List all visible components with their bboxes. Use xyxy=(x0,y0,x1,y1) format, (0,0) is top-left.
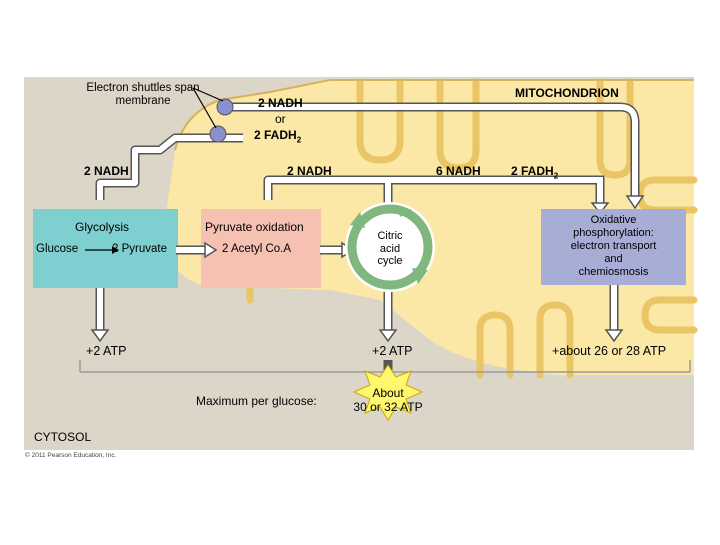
total-atp-label: About 30 or 32 ATP xyxy=(353,386,423,414)
copyright-label: © 2011 Pearson Education, Inc. xyxy=(25,452,117,459)
citric-acid-cycle xyxy=(345,202,435,292)
total-atp-star xyxy=(352,364,424,421)
shuttle-fadh2-label: 2 FADH2 xyxy=(254,128,302,145)
shuttle-circle-nadh xyxy=(216,98,234,116)
pyruvate-label: 2 Pyruvate xyxy=(112,243,167,255)
nadh-glycolysis-label: 2 NADH xyxy=(84,164,129,178)
atp-citric-label: +2 ATP xyxy=(372,344,413,358)
shuttle-nadh-label: 2 NADH xyxy=(258,96,303,110)
nadh-citric-label: 6 NADH xyxy=(436,164,481,178)
atp-oxphos-label: +about 26 or 28 ATP xyxy=(552,344,667,358)
acetyl-coa-label: 2 Acetyl Co.A xyxy=(222,243,292,255)
oxidative-phosphorylation-box xyxy=(541,209,686,285)
cytosol-label: CYTOSOL xyxy=(34,430,92,444)
pyruvate-oxidation-box xyxy=(201,209,321,288)
max-per-glucose-label: Maximum per glucose: xyxy=(196,394,317,408)
electron-shuttles-label: Electron shuttles span membrane xyxy=(86,82,200,107)
nadh-pyruvate-label: 2 NADH xyxy=(287,164,332,178)
shuttle-circle-fadh2 xyxy=(209,125,227,143)
glycolysis-box xyxy=(33,209,178,288)
atp-glycolysis-label: +2 ATP xyxy=(86,344,127,358)
glycolysis-label: Glycolysis xyxy=(75,220,130,234)
oxidative-phosphorylation-label: Oxidative phosphorylation: electron tran… xyxy=(570,214,657,278)
pyruvate-oxidation-label: Pyruvate oxidation xyxy=(205,220,304,234)
fadh2-citric-label: 2 FADH2 xyxy=(511,164,559,181)
shuttle-or-label: or xyxy=(275,112,286,126)
mitochondrion-label: MITOCHONDRION xyxy=(515,86,619,100)
citric-acid-cycle-label: Citric acid cycle xyxy=(377,230,403,267)
cristae xyxy=(246,78,698,379)
glucose-label: Glucose xyxy=(36,243,79,255)
